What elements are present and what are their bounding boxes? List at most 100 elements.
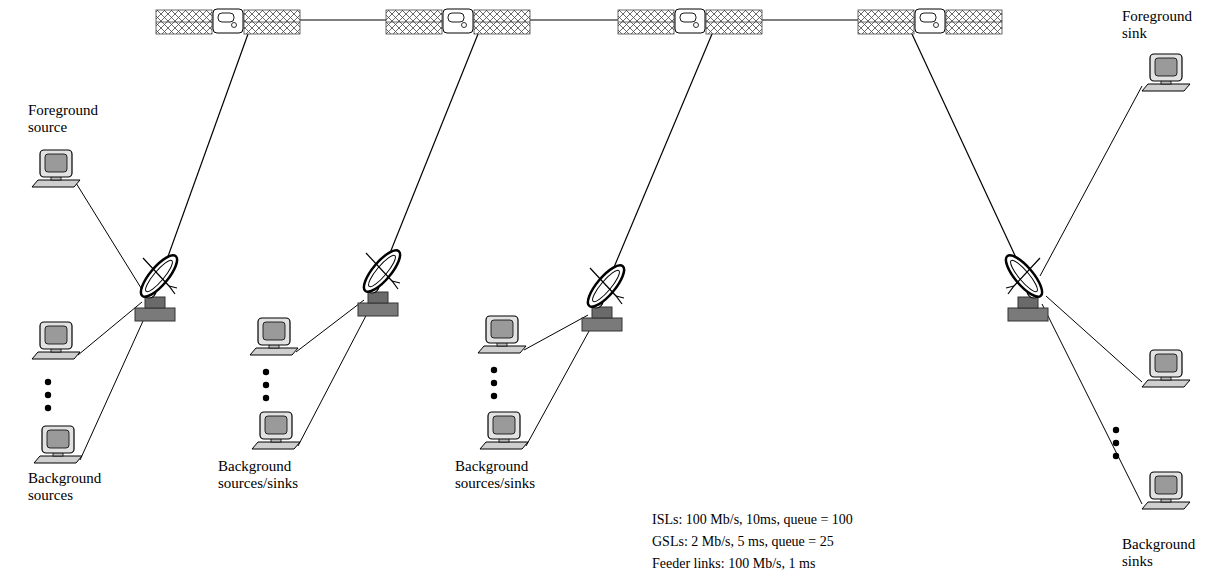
computer-icon xyxy=(478,346,526,353)
satellite-icon xyxy=(244,22,300,23)
ground-station-dish xyxy=(143,258,175,294)
computer-icon xyxy=(1142,350,1190,387)
ellipsis-dots xyxy=(45,379,51,411)
satellite-icon xyxy=(156,9,300,34)
computer-icon xyxy=(40,150,72,177)
computer-icon xyxy=(34,456,82,463)
ellipsis-dots xyxy=(45,379,51,385)
satellite-icon xyxy=(462,23,467,28)
station-label: Background sources/sinks xyxy=(455,458,550,493)
satellite-icon xyxy=(946,10,1002,34)
computer-icon xyxy=(260,412,292,439)
ground-station-dish xyxy=(392,281,400,283)
ground-station-dish xyxy=(582,260,629,311)
computer-icon xyxy=(480,412,528,449)
ellipsis-dots xyxy=(491,367,497,399)
ellipsis-dots xyxy=(263,395,269,401)
ground-station-dish xyxy=(1000,250,1047,301)
ground-station-dish xyxy=(135,250,183,321)
satellite-icon xyxy=(386,22,442,23)
computer-icon xyxy=(252,442,300,449)
feeder-wire xyxy=(76,183,146,296)
computer-icon xyxy=(1142,84,1190,91)
satellite-icon xyxy=(920,13,936,22)
computer-icon xyxy=(45,326,67,344)
satellite-icon xyxy=(386,9,530,34)
computer-icon xyxy=(32,322,80,359)
computer-icon xyxy=(47,430,69,448)
station-label: Background sources xyxy=(28,470,123,505)
station-label-text: Foreground sink xyxy=(1122,8,1192,41)
computer-icon xyxy=(493,416,515,434)
computer-icon xyxy=(478,316,526,353)
link-note: GSLs: 2 Mb/s, 5 ms, queue = 25 xyxy=(652,534,834,550)
computer-icon xyxy=(1155,58,1177,76)
satellite-icon xyxy=(474,10,530,34)
ground-station-dish xyxy=(592,307,612,318)
computer-icon xyxy=(491,320,513,338)
computer-icon xyxy=(42,426,74,453)
satellite-icon xyxy=(680,13,696,22)
ground-station-dish xyxy=(1000,250,1047,301)
computer-icon xyxy=(1142,380,1190,387)
ground-station-dish xyxy=(365,252,398,289)
ground-station-dish xyxy=(1000,250,1048,321)
ground-station-dish xyxy=(616,296,624,298)
satellite-icon xyxy=(218,13,234,22)
ground-station-dish xyxy=(145,297,165,308)
computer-icon xyxy=(250,318,298,355)
link-note-text: Feeder links: 100 Mb/s, 1 ms xyxy=(652,556,815,571)
satellite-icon xyxy=(386,10,442,34)
ground-station-dish xyxy=(589,267,622,304)
satellite-icon xyxy=(706,22,762,23)
ellipsis-dots xyxy=(45,405,51,411)
ground-station-dish xyxy=(135,250,182,301)
satellite-icon xyxy=(675,9,705,33)
station-label-text: Foreground source xyxy=(28,102,98,135)
ground-station-dish xyxy=(1008,258,1040,294)
computer-icon xyxy=(1150,350,1182,377)
ground-station-dish xyxy=(590,268,622,304)
isl-line xyxy=(530,19,618,20)
computer-icon xyxy=(488,412,520,439)
satellite-icon xyxy=(858,10,914,34)
ellipsis-dots xyxy=(1113,453,1119,459)
ground-station-dish xyxy=(582,260,629,311)
computer-icon xyxy=(265,416,287,434)
satellite-icon xyxy=(156,22,212,23)
gsl-line xyxy=(612,34,712,272)
satellite-icon xyxy=(618,22,674,23)
computer-icon xyxy=(252,412,300,449)
computer-icon xyxy=(45,154,67,172)
satellite-icon xyxy=(474,22,530,23)
feeder-wire xyxy=(80,310,148,460)
satellite-icon xyxy=(858,9,1002,34)
ellipsis-dots xyxy=(491,367,497,373)
ellipsis-dots xyxy=(1113,427,1119,459)
ellipsis-dots xyxy=(263,369,269,375)
link-note-text: ISLs: 100 Mb/s, 10ms, queue = 100 xyxy=(652,512,853,527)
satellite-icon xyxy=(618,9,762,34)
ellipsis-dots xyxy=(263,369,269,401)
satellite-icon xyxy=(694,23,699,28)
station-label-text: Background sources/sinks xyxy=(455,458,535,491)
satellite-icon xyxy=(706,10,762,34)
ground-station-dish xyxy=(358,245,405,296)
feeder-wire xyxy=(1042,304,1142,504)
satellite-icon xyxy=(448,13,464,22)
ground-station-dish xyxy=(1018,297,1038,308)
computer-icon xyxy=(263,322,285,340)
isl-line xyxy=(300,19,386,20)
feeder-wire xyxy=(296,300,364,352)
gsl-line xyxy=(388,34,478,258)
ellipsis-dots xyxy=(491,393,497,399)
computer-icon xyxy=(32,352,80,359)
computer-icon xyxy=(1142,472,1190,509)
computer-icon xyxy=(32,150,80,187)
satellite-icon xyxy=(618,10,674,34)
computer-icon xyxy=(486,316,518,343)
satellite-icon xyxy=(934,23,939,28)
link-note-text: GSLs: 2 Mb/s, 5 ms, queue = 25 xyxy=(652,534,834,549)
feeder-wire xyxy=(526,322,594,446)
isl-line xyxy=(762,19,858,20)
